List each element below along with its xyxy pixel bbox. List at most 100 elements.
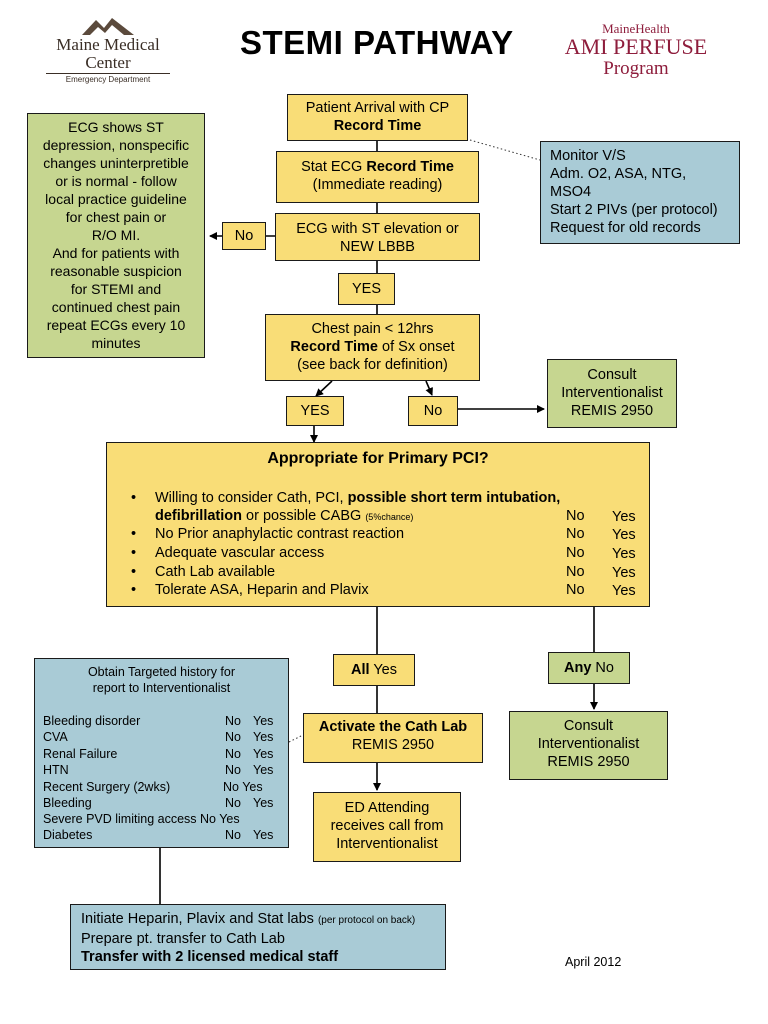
activate-line2: REMIS 2950 <box>351 737 435 753</box>
consult-line: Interventionalist <box>537 736 640 752</box>
bullet-icon: • <box>131 564 137 580</box>
ecg-no-box: No <box>222 222 266 250</box>
guideline-line: depression, nonspecific <box>42 137 190 153</box>
guideline-line: reasonable suspicion <box>50 263 182 279</box>
monitor-line: Start 2 PIVs (per protocol) <box>550 202 718 218</box>
maine-medical-center-logo: Maine Medical Center Emergency Departmen… <box>32 16 184 84</box>
pci-item-yes: Yes <box>612 583 636 599</box>
history-title-2: report to Interventionalist <box>92 681 231 695</box>
mmc-name: Maine Medical Center <box>56 35 160 72</box>
guideline-line: R/O MI. <box>91 227 141 243</box>
cp-yes-label: YES <box>300 403 330 419</box>
chest-pain-line2: Record Time of Sx onset <box>266 338 479 356</box>
pci-item-text: Cath Lab available <box>155 564 276 580</box>
initiate-line1-text: Initiate Heparin, Plavix and Stat labs <box>81 911 318 927</box>
history-no: No <box>225 714 241 728</box>
history-yes: Yes <box>253 763 274 777</box>
pci-item-1-b: possible short term intubation, <box>347 490 561 506</box>
bullet-icon: • <box>131 582 137 598</box>
consult-line: REMIS 2950 <box>570 403 654 419</box>
chest-pain-record-time: Record Time <box>290 339 378 355</box>
initiate-line1: Initiate Heparin, Plavix and Stat labs (… <box>81 910 445 930</box>
ami-program-name: AMI PERFUSE <box>564 34 708 59</box>
pci-item-no: No <box>566 508 585 524</box>
all-yes-rest: Yes <box>369 662 397 678</box>
pci-item-text: Willing to consider Cath, PCI, possible … <box>155 489 575 526</box>
guideline-line: ECG shows ST <box>68 119 164 135</box>
bullet-icon: • <box>131 490 137 506</box>
pci-item-1-d: or possible CABG <box>242 508 366 524</box>
consult-line: Consult <box>563 718 614 734</box>
history-label: Bleeding <box>43 796 92 810</box>
guideline-line: for chest pain or <box>65 209 167 225</box>
history-no: No Yes <box>223 780 263 794</box>
cp-no-label: No <box>423 403 443 419</box>
history-no: No <box>225 763 241 777</box>
pci-item-text: Adequate vascular access <box>155 545 325 561</box>
stat-ecg-label: Stat ECG <box>301 159 367 175</box>
st-elevation-box: ECG with ST elevation or NEW LBBB <box>275 213 480 261</box>
ecg-no-label: No <box>234 228 254 244</box>
ami-org-name: MaineHealth <box>602 21 670 36</box>
pci-item-1-a: Willing to consider Cath, PCI, <box>155 490 348 506</box>
mmc-department: Emergency Department <box>46 73 170 84</box>
attending-line: ED Attending <box>344 800 430 816</box>
pci-item-text: Tolerate ASA, Heparin and Plavix <box>155 582 369 598</box>
any-no-bold: Any <box>564 660 592 676</box>
pci-item-no: No <box>566 564 585 580</box>
monitor-line: Request for old records <box>550 220 701 236</box>
chest-pain-onset: of Sx onset <box>378 339 455 355</box>
st-yes-box: YES <box>338 273 395 305</box>
monitor-line: Monitor V/S <box>550 148 626 164</box>
initiate-line2: Prepare pt. transfer to Cath Lab <box>81 931 285 947</box>
chest-pain-line1: Chest pain < 12hrs <box>311 321 434 337</box>
guideline-line: minutes <box>91 335 141 351</box>
activate-cath-lab-box: Activate the Cath Lab REMIS 2950 <box>303 713 483 763</box>
initiate-heparin-box: Initiate Heparin, Plavix and Stat labs (… <box>70 904 446 970</box>
monitor-line: MSO4 <box>550 184 592 200</box>
pci-item-1-c: defibrillation <box>155 508 242 524</box>
guideline-line: continued chest pain <box>51 299 181 315</box>
st-elevation-line2: NEW LBBB <box>340 239 415 255</box>
all-yes-bold: All <box>351 662 370 678</box>
guideline-line: or is normal - follow <box>55 173 177 189</box>
all-yes-box: All Yes <box>333 654 415 686</box>
pci-item-text: No Prior anaphylactic contrast reaction <box>155 526 405 542</box>
pci-item-1-e: (5%chance) <box>365 512 414 522</box>
pci-item-no: No <box>566 545 585 561</box>
ami-perfuse-logo: MaineHealth AMI PERFUSE Program <box>556 21 716 80</box>
pci-item-1: • Willing to consider Cath, PCI, possibl… <box>131 489 639 525</box>
bullet-icon: • <box>131 526 137 542</box>
chest-pain-box: Chest pain < 12hrs Record Time of Sx ons… <box>265 314 480 381</box>
history-label: Bleeding disorder <box>43 714 141 728</box>
guideline-line: for STEMI and <box>70 281 162 297</box>
patient-arrival-box: Patient Arrival with CP Record Time <box>287 94 468 141</box>
pci-item-yes: Yes <box>612 546 636 562</box>
monitor-line: Adm. O2, ASA, NTG, <box>550 166 687 182</box>
guideline-line: changes uninterpretible <box>43 155 189 171</box>
ami-program-label: Program <box>603 58 669 79</box>
any-no-box: Any No <box>548 652 630 684</box>
history-label: HTN <box>43 763 69 777</box>
activate-line1: Activate the Cath Lab <box>318 719 468 735</box>
history-label: Severe PVD limiting access No Yes <box>43 812 240 826</box>
mountain-logo-icon <box>82 18 134 35</box>
page-title: STEMI PATHWAY <box>240 24 514 61</box>
ecg-guideline-box: ECG shows ST depression, nonspecific cha… <box>27 113 205 358</box>
targeted-history-box: Obtain Targeted history for report to In… <box>34 658 289 848</box>
document-date: April 2012 <box>565 955 622 969</box>
bullet-icon: • <box>131 545 137 561</box>
primary-pci-box: Appropriate for Primary PCI? • Willing t… <box>106 442 650 607</box>
arrival-record-time: Record Time <box>333 118 422 134</box>
pci-item-no: No <box>566 582 585 598</box>
consult-line: Consult <box>587 367 637 383</box>
history-label: CVA <box>43 730 68 744</box>
history-label: Diabetes <box>43 828 93 842</box>
history-label: Recent Surgery (2wks) <box>43 780 171 794</box>
arrival-text: Patient Arrival with CP <box>305 100 450 116</box>
history-no: No <box>225 828 241 842</box>
pci-item-no: No <box>566 526 585 542</box>
guideline-line: repeat ECGs every 10 <box>46 317 186 333</box>
consult-line: Interventionalist <box>561 385 663 401</box>
